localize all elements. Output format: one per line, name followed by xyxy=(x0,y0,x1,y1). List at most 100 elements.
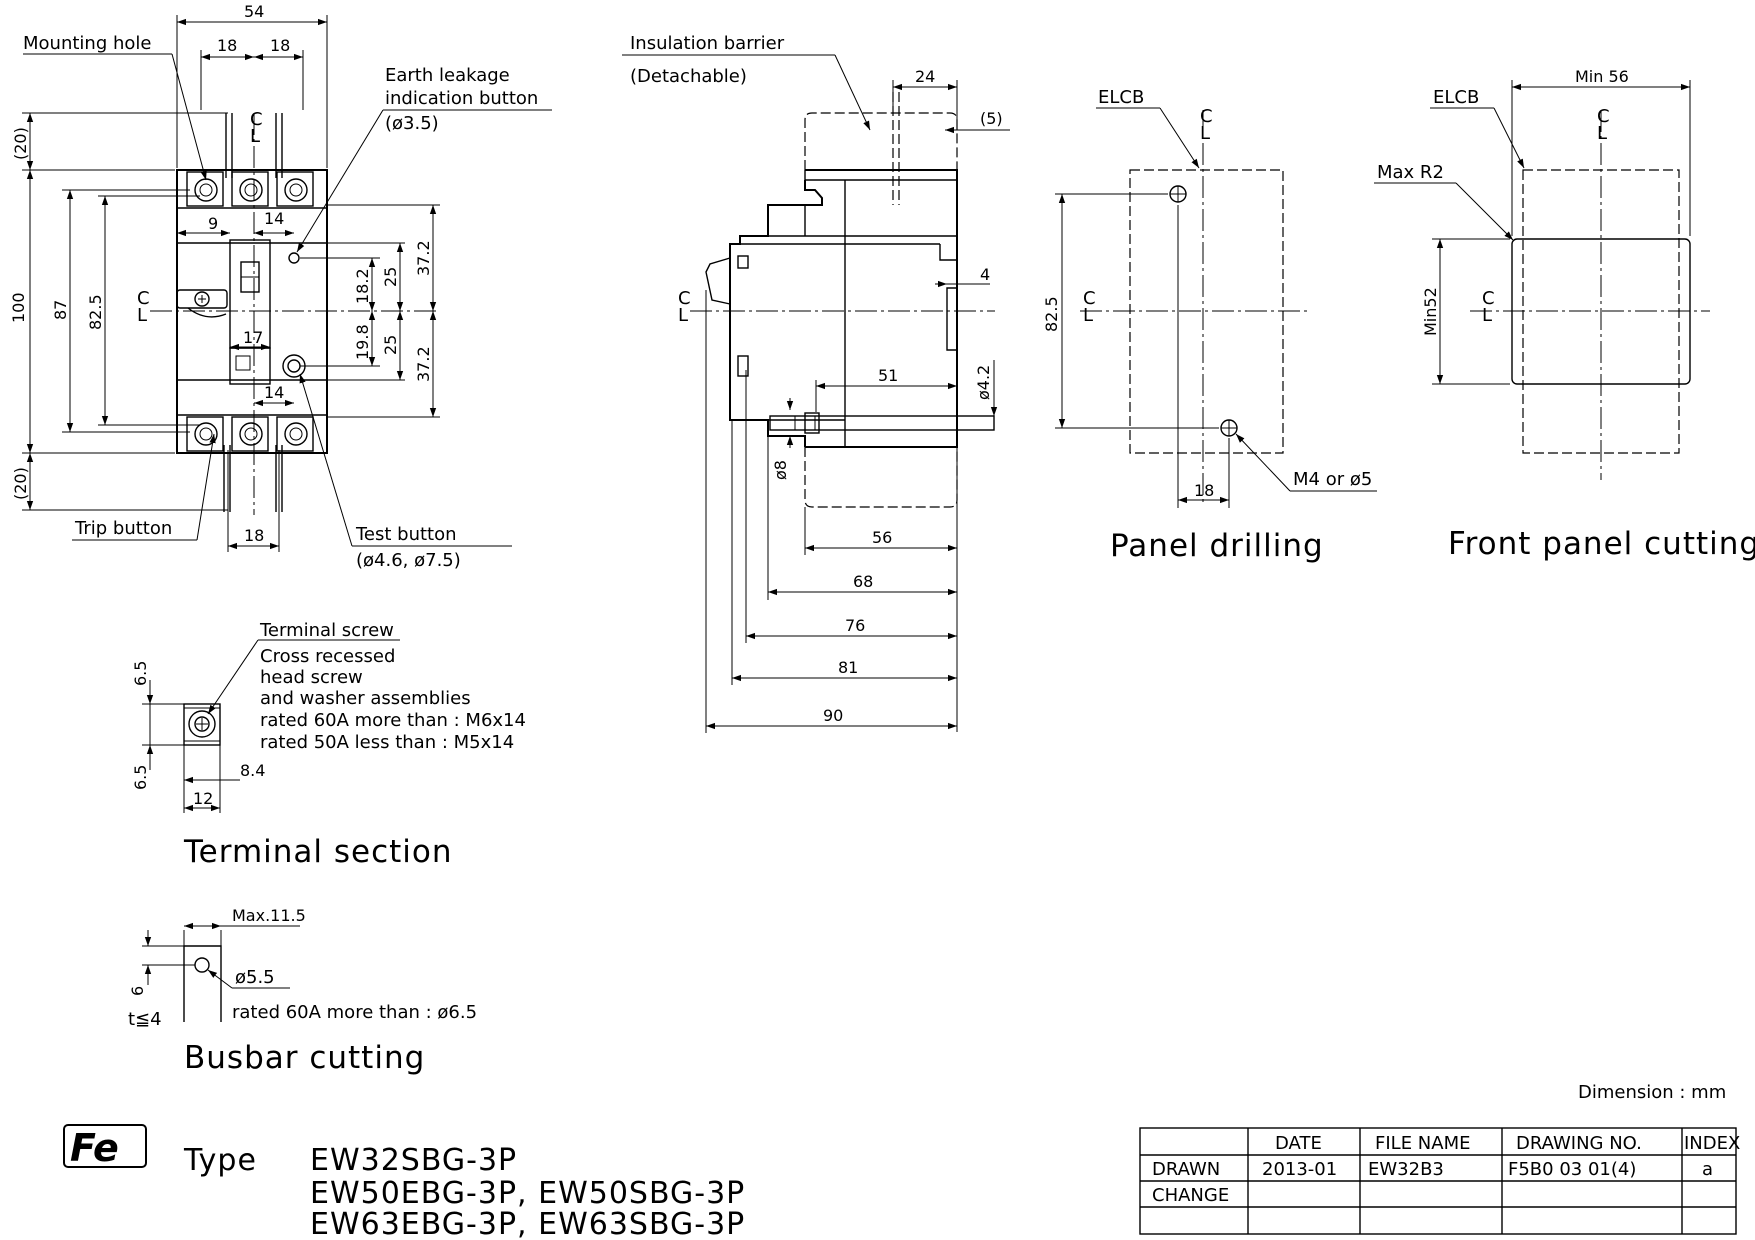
dim-handle-17: 17 xyxy=(243,328,263,347)
type-block: Fe Type EW32SBG-3P EW50EBG-3P, EW50SBG-3… xyxy=(63,1124,745,1240)
dim-drill-825: 82.5 xyxy=(1042,296,1061,332)
dim-bus-6: 6 xyxy=(128,986,147,996)
term-note-6: rated 50A less than : M5x14 xyxy=(260,732,514,753)
svg-text:C: C xyxy=(137,288,150,309)
label-test-button-1: Test button xyxy=(355,524,457,545)
dim-v-372-bot: 37.2 xyxy=(414,346,433,382)
svg-text:C: C xyxy=(1597,106,1610,127)
dim-term-65-bot: 6.5 xyxy=(131,765,150,790)
dim-side-8: ø8 xyxy=(771,460,790,480)
svg-text:L: L xyxy=(137,305,147,326)
dim-v-198: 19.8 xyxy=(353,324,372,360)
dim-v-182: 18.2 xyxy=(353,268,372,304)
dim-cut-min52: Min52 xyxy=(1421,287,1440,336)
bus-note: rated 60A more than : ø6.5 xyxy=(232,1002,477,1023)
dim-top-ext: (20) xyxy=(11,127,30,160)
dim-drill-18: 18 xyxy=(1194,481,1214,500)
side-view: CL Insulation barrier (Detachable) 24 (5… xyxy=(622,33,1010,733)
label-mounting-hole: Mounting hole xyxy=(23,33,151,54)
dim-bus-max115: Max.11.5 xyxy=(232,906,306,925)
type-label: Type xyxy=(183,1143,257,1178)
label-insulation-2: (Detachable) xyxy=(630,66,747,87)
dimension-unit: Dimension : mm xyxy=(1578,1082,1726,1103)
cell-drawn: DRAWN xyxy=(1152,1159,1220,1180)
svg-text:L: L xyxy=(250,126,260,147)
label-drill-elcb: ELCB xyxy=(1098,87,1144,108)
busbar-cutting: Max.11.5 6 t≦4 ø5.5 rated 60A more than … xyxy=(128,906,477,1076)
svg-text:L: L xyxy=(1597,123,1607,144)
type-line-2: EW50EBG-3P, EW50SBG-3P xyxy=(310,1176,745,1211)
hdr-file-name: FILE NAME xyxy=(1375,1133,1470,1154)
cell-change: CHANGE xyxy=(1152,1185,1229,1206)
term-note-5: rated 60A more than : M6x14 xyxy=(260,710,526,731)
dim-side-4: 4 xyxy=(980,265,990,284)
dim-side-24: 24 xyxy=(915,67,935,86)
hdr-index: INDEX xyxy=(1684,1133,1740,1154)
dim-bottom-18: 18 xyxy=(244,526,264,545)
term-note-4: and washer assemblies xyxy=(260,688,471,709)
dim-pitch-14-top: 14 xyxy=(264,209,284,228)
dim-width: 54 xyxy=(244,2,264,21)
cell-file: EW32B3 xyxy=(1368,1159,1444,1180)
dim-height-87: 87 xyxy=(51,300,70,320)
panel-drilling: CL CL 82.5 18 ELCB M4 or ø5 Panel drilli… xyxy=(1042,87,1377,564)
dim-side-42: ø4.2 xyxy=(974,365,993,400)
hdr-drawing-no: DRAWING NO. xyxy=(1516,1133,1642,1154)
logo-text: Fe xyxy=(70,1126,119,1170)
svg-text:C: C xyxy=(1083,288,1096,309)
dim-bus-t4: t≦4 xyxy=(128,1009,162,1030)
label-trip-button: Trip button xyxy=(74,518,172,539)
type-line-3: EW63EBG-3P, EW63SBG-3P xyxy=(310,1207,745,1240)
dim-gap-9: 9 xyxy=(208,214,218,233)
label-cut-elcb: ELCB xyxy=(1433,87,1479,108)
label-drill-hole: M4 or ø5 xyxy=(1293,469,1372,490)
dim-term-65-top: 6.5 xyxy=(131,661,150,686)
dim-side-68: 68 xyxy=(853,572,873,591)
label-cut-maxr2: Max R2 xyxy=(1377,162,1444,183)
bottom-terminals xyxy=(186,416,314,512)
dim-pole-left: 18 xyxy=(217,36,237,55)
svg-text:L: L xyxy=(1083,305,1093,326)
svg-text:C: C xyxy=(250,109,263,130)
svg-text:L: L xyxy=(678,305,688,326)
dim-v-25-top: 25 xyxy=(381,267,400,287)
label-insulation-1: Insulation barrier xyxy=(630,33,785,54)
svg-text:C: C xyxy=(1482,288,1495,309)
svg-text:L: L xyxy=(1482,305,1492,326)
cell-drawing-no: F5B0 03 01(4) xyxy=(1508,1159,1636,1180)
dim-v-372-top: 37.2 xyxy=(414,240,433,276)
term-note-3: head screw xyxy=(260,667,363,688)
label-test-button-2: (ø4.6, ø7.5) xyxy=(356,550,461,571)
dim-bottom-ext: (20) xyxy=(11,467,30,500)
dim-term-84: 8.4 xyxy=(240,761,265,780)
dim-side-81: 81 xyxy=(838,658,858,677)
title-terminal-section: Terminal section xyxy=(183,834,453,870)
hdr-date: DATE xyxy=(1275,1133,1322,1154)
dim-side-51: 51 xyxy=(878,366,898,385)
dim-side-90: 90 xyxy=(823,706,843,725)
fe-logo: Fe xyxy=(63,1124,147,1170)
svg-text:C: C xyxy=(1200,106,1213,127)
cell-date: 2013-01 xyxy=(1262,1159,1337,1180)
dim-side-5: (5) xyxy=(980,109,1003,128)
front-view: CL CL 54 18 18 (20) 100 (20) 87 82.5 xyxy=(9,2,552,571)
dim-height-825: 82.5 xyxy=(86,294,105,330)
dim-bus-55: ø5.5 xyxy=(235,967,275,988)
dim-term-12: 12 xyxy=(193,789,213,808)
dim-height-100: 100 xyxy=(9,292,28,323)
label-earth-leakage-1: Earth leakage xyxy=(385,65,510,86)
type-line-1: EW32SBG-3P xyxy=(310,1143,517,1178)
front-panel-cutting: CL CL Min 56 Min52 ELCB Max R2 Front pan… xyxy=(1374,67,1755,562)
dim-side-56: 56 xyxy=(872,528,892,547)
dim-pitch-14-bot: 14 xyxy=(264,383,284,402)
title-front-panel-cutting: Front panel cutting xyxy=(1448,526,1755,562)
title-panel-drilling: Panel drilling xyxy=(1110,528,1324,564)
dim-pole-right: 18 xyxy=(270,36,290,55)
title-block: DATE FILE NAME DRAWING NO. INDEX DRAWN 2… xyxy=(1139,1127,1740,1235)
term-note-2: Cross recessed xyxy=(260,646,395,667)
title-busbar-cutting: Busbar cutting xyxy=(184,1040,425,1076)
svg-text:L: L xyxy=(1200,123,1210,144)
label-earth-leakage-3: (ø3.5) xyxy=(385,113,439,134)
terminal-section: 6.5 6.5 12 8.4 Terminal screw Cross rece… xyxy=(131,620,526,870)
